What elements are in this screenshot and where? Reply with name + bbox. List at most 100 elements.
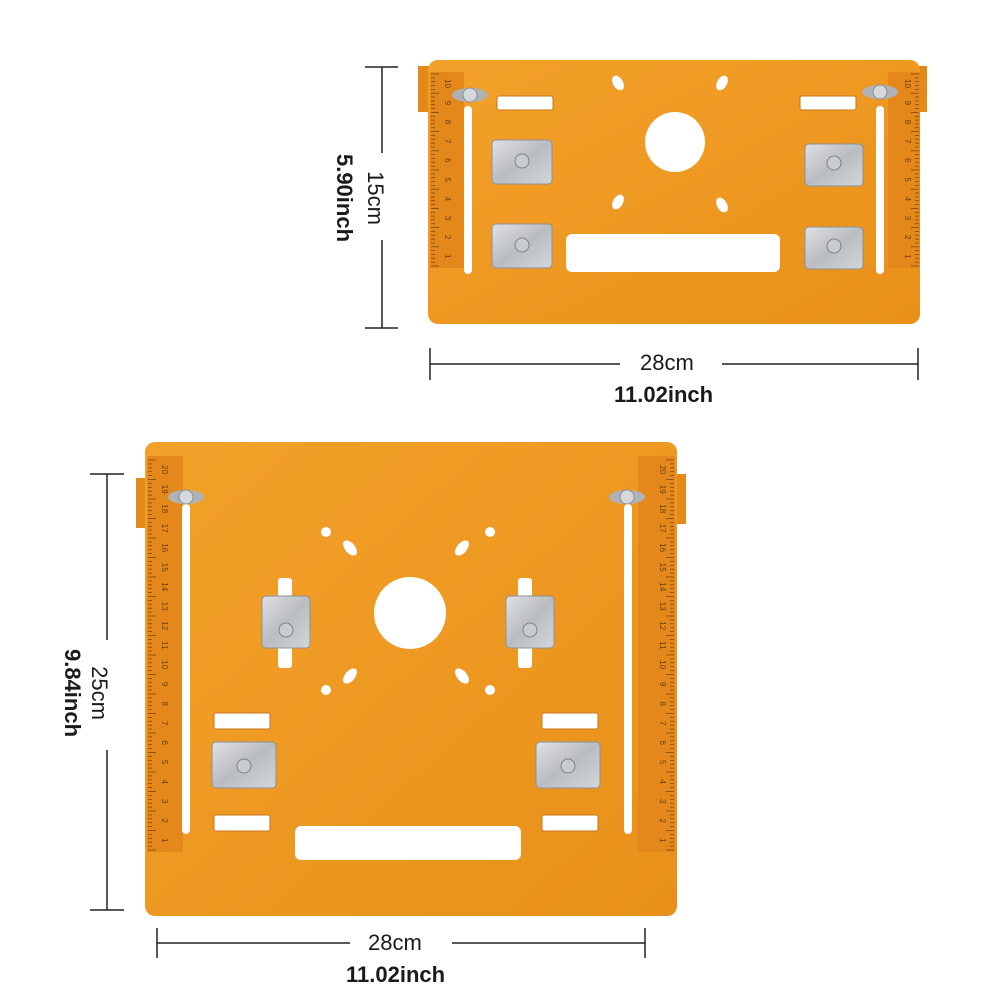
bottom-center-hole [374, 577, 446, 649]
top-right-ruler-label: 7 [903, 139, 912, 144]
top-left-ruler-label: 5 [443, 177, 452, 182]
bottom-right-ruler-label: 5 [658, 760, 667, 765]
top-height-inch: 5.90inch [332, 153, 358, 243]
bottom-left-ruler-ticks: 20 19 18 17 16 15 14 13 12 11 10 9 8 7 6 5 4 3 2 1 [148, 459, 169, 851]
bottom-height-cm: 25cm [86, 666, 112, 720]
bottom-right-ruler-label: 1 [658, 838, 667, 843]
bottom-left-ruler-label: 8 [160, 702, 169, 707]
bottom-right-ruler-label: 16 [658, 543, 667, 552]
top-height-cm: 15cm [362, 171, 388, 225]
top-right-wing-nut-icon [862, 84, 898, 100]
bottom-left-ruler-label: 20 [160, 465, 169, 474]
top-left-ruler-label: 4 [443, 197, 452, 202]
top-right-ruler-label: 9 [903, 101, 912, 106]
bottom-width-inch: 11.02inch [346, 962, 446, 987]
top-left-ruler-label: 1 [443, 254, 452, 259]
top-right-ruler-label: 10 [903, 79, 912, 88]
top-right-ruler-label: 3 [903, 216, 912, 221]
top-right-ruler-label: 2 [903, 235, 912, 240]
bottom-left-ruler-label: 12 [160, 621, 169, 630]
bottom-right-ruler-label: 6 [658, 741, 667, 746]
bottom-left-ruler-label: 10 [160, 660, 169, 669]
top-width-cm: 28cm [640, 350, 694, 375]
top-clamp-2 [491, 223, 553, 269]
top-width-inch: 11.02inch [614, 382, 714, 407]
bottom-right-ruler-label: 15 [658, 563, 667, 572]
top-left-ruler-label: 6 [443, 158, 452, 163]
top-center-hole [645, 112, 705, 172]
bottom-clamp-3 [211, 741, 277, 789]
bottom-height-inch: 9.84inch [60, 648, 86, 738]
bottom-right-ruler-label: 20 [658, 465, 667, 474]
bottom-long-slot [295, 826, 521, 860]
top-right-ruler-ticks: 10 9 8 7 6 5 4 3 2 1 [903, 73, 919, 267]
bottom-right-ruler-label: 3 [658, 799, 667, 804]
top-left-ruler-slot [464, 106, 472, 274]
bottom-clamp-2 [505, 595, 555, 649]
top-right-slot [799, 95, 857, 111]
bottom-right-ruler-label: 2 [658, 819, 667, 824]
bottom-left-ruler-label: 19 [160, 485, 169, 494]
bottom-left-ruler-slot [182, 504, 190, 834]
top-left-ruler-label: 8 [443, 120, 452, 125]
bottom-right-ruler-label: 11 [658, 641, 667, 650]
top-right-ruler-label: 5 [903, 177, 912, 182]
top-right-ruler-label: 1 [903, 254, 912, 259]
top-right-ruler-label: 6 [903, 158, 912, 163]
top-right-ruler-label: 8 [903, 120, 912, 125]
top-clamp-1 [491, 139, 553, 185]
bottom-left-ruler-label: 4 [160, 780, 169, 785]
bottom-right-ruler-label: 12 [658, 621, 667, 630]
top-left-ruler-label: 9 [443, 101, 452, 106]
bottom-clamp-1 [261, 595, 311, 649]
top-left-ruler-label: 3 [443, 216, 452, 221]
bottom-dimension-lines [90, 473, 646, 958]
bottom-right-ruler-label: 10 [658, 660, 667, 669]
top-baseplate: 10 9 8 7 6 5 4 3 2 1 10 9 8 7 6 5 4 3 2 1 [418, 60, 927, 324]
top-left-slot [496, 95, 554, 111]
bottom-right-ruler-label: 7 [658, 721, 667, 726]
top-left-ruler-label: 2 [443, 235, 452, 240]
top-left-ruler-ticks: 10 9 8 7 6 5 4 3 2 1 [431, 73, 452, 267]
top-left-ruler-label: 7 [443, 139, 452, 144]
bottom-right-ruler-label: 13 [658, 602, 667, 611]
top-left-ruler-label: 10 [443, 79, 452, 88]
bottom-left-ruler-label: 1 [160, 838, 169, 843]
top-right-ruler-label: 4 [903, 197, 912, 202]
bottom-left-ruler-label: 14 [160, 582, 169, 591]
top-long-slot [566, 234, 780, 272]
bottom-right-ruler-label: 4 [658, 780, 667, 785]
bottom-left-ruler-label: 6 [160, 741, 169, 746]
bottom-width-cm: 28cm [368, 930, 422, 955]
bottom-left-ruler-label: 7 [160, 721, 169, 726]
bottom-right-ruler-label: 18 [658, 504, 667, 513]
bottom-clamp-4 [535, 741, 601, 789]
bottom-left-ruler-label: 15 [160, 563, 169, 572]
bottom-left-ruler-label: 5 [160, 760, 169, 765]
bottom-right-wing-nut-icon [609, 489, 645, 505]
bottom-right-ruler-label: 9 [658, 682, 667, 687]
bottom-right-ruler-label: 19 [658, 485, 667, 494]
bottom-left-ruler-label: 17 [160, 524, 169, 533]
top-dimension-lines [365, 66, 919, 380]
bottom-left-wing-nut-icon [168, 489, 204, 505]
bottom-left-ruler-label: 11 [160, 641, 169, 650]
bottom-right-ruler-label: 8 [658, 702, 667, 707]
bottom-right-ruler-slot [624, 504, 632, 834]
bottom-right-ruler-label: 14 [658, 582, 667, 591]
top-left-wing-nut-icon [452, 87, 488, 103]
top-right-ruler-slot [876, 106, 884, 274]
top-clamp-3 [804, 143, 864, 187]
bottom-left-ruler-label: 16 [160, 543, 169, 552]
top-clamp-4 [804, 226, 864, 270]
bottom-left-ruler-label: 3 [160, 799, 169, 804]
bottom-left-ruler-label: 18 [160, 504, 169, 513]
bottom-right-ruler-label: 17 [658, 524, 667, 533]
bottom-right-ruler-ticks: 20 19 18 17 16 15 14 13 12 11 10 9 8 7 6 5 4 3 2 1 [658, 459, 674, 851]
bottom-left-ruler-label: 9 [160, 682, 169, 687]
bottom-left-ruler-label: 2 [160, 819, 169, 824]
bottom-left-ruler-label: 13 [160, 602, 169, 611]
